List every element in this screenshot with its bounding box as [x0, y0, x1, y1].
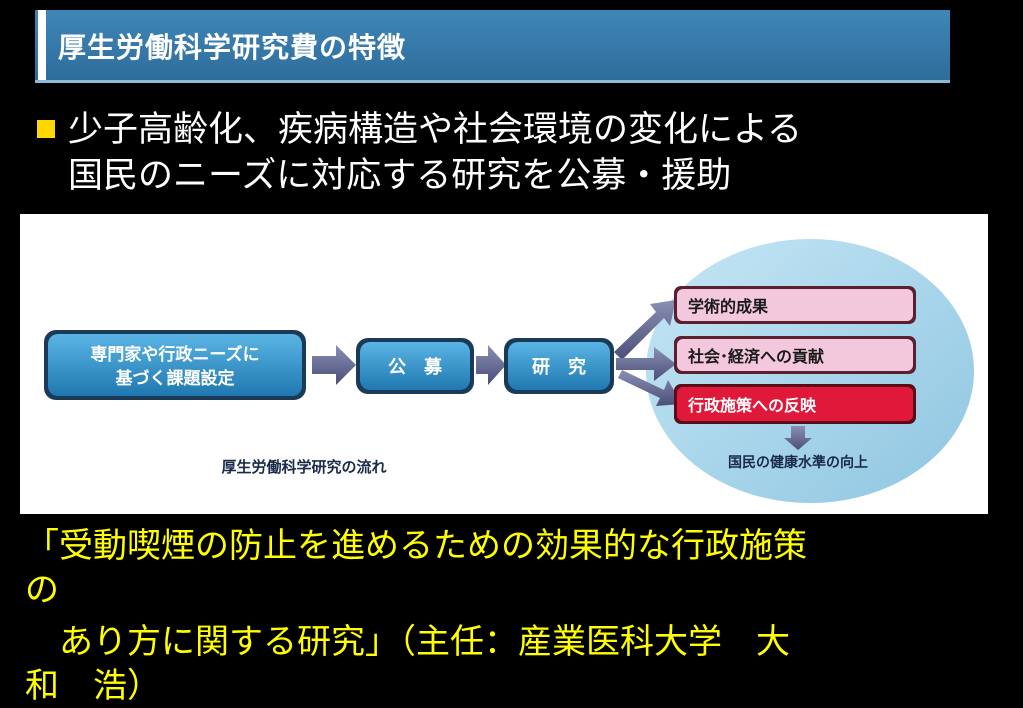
arrow-down-right-icon — [618, 370, 682, 406]
outcome-social-label: 社会･経済への貢献 — [687, 347, 824, 366]
koubo-box: 公 募 — [356, 338, 474, 394]
diagram-caption: 厚生労働科学研究の流れ — [221, 458, 386, 476]
title-banner — [35, 10, 950, 80]
result-label: 国民の健康水準の向上 — [728, 454, 868, 471]
start-box: 専門家や行政ニーズに 基づく課題設定 — [44, 330, 306, 400]
diagram-panel: 専門家や行政ニーズに 基づく課題設定 公 募 研 究 学術的成果 — [20, 214, 988, 514]
research-line-3: あり方に関する研究」（主任：産業医科大学 大 — [25, 622, 790, 662]
arrow-up-right-icon — [614, 300, 676, 360]
research-line-1: 「受動喫煙の防止を進めるための効果的な行政施策 — [25, 526, 807, 566]
bullet-square-icon — [37, 120, 55, 138]
bullet-line-2: 国民のニーズに対応する研究を公募・援助 — [68, 156, 732, 196]
start-box-line2: 基づく課題設定 — [115, 368, 235, 389]
bullet-line-1: 少子高齢化、疾病構造や社会環境の変化による — [68, 110, 802, 150]
outcome-policy: 行政施策への反映 — [674, 384, 916, 424]
koubo-label: 公 募 — [388, 357, 443, 378]
outcome-academic: 学術的成果 — [674, 286, 916, 324]
outcome-policy-label: 行政施策への反映 — [687, 396, 817, 415]
start-box-line1: 専門家や行政ニーズに — [90, 344, 259, 365]
title-underline — [35, 80, 950, 83]
kenkyu-label: 研 究 — [532, 356, 586, 378]
arrow-right-icon — [616, 347, 676, 381]
title-accent-line — [38, 10, 46, 80]
arrow-right-icon — [312, 345, 356, 385]
outcome-academic-label: 学術的成果 — [688, 297, 768, 316]
research-line-4: 和 浩） — [25, 666, 161, 706]
arrow-right-icon — [476, 345, 506, 385]
outcome-social: 社会･経済への貢献 — [674, 336, 916, 374]
kenkyu-box: 研 究 — [504, 338, 614, 394]
page-title: 厚生労働科学研究費の特徴 — [58, 31, 407, 64]
research-line-2: の — [25, 570, 59, 610]
flow-diagram: 専門家や行政ニーズに 基づく課題設定 公 募 研 究 学術的成果 — [44, 237, 976, 505]
arrow-down-icon — [784, 426, 812, 450]
